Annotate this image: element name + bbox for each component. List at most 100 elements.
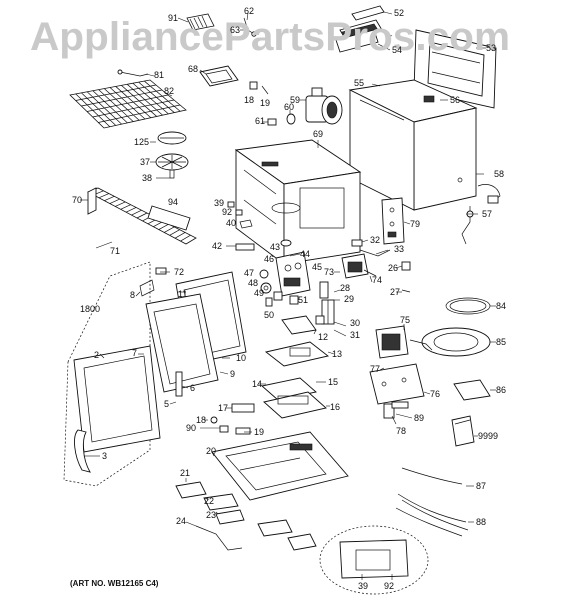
leader-lines: [80, 11, 496, 580]
callout-52: 52: [394, 8, 404, 18]
callout-88: 88: [476, 517, 486, 527]
callout-54: 54: [392, 45, 402, 55]
fan-motor-part: [305, 87, 343, 125]
art-number: (ART NO. WB12165 C4): [70, 579, 159, 588]
callout-79: 79: [410, 219, 420, 229]
callout-28: 28: [340, 283, 350, 293]
switch-part: [265, 295, 299, 307]
watermark: AppliancePartsPros.com: [30, 15, 510, 59]
turntable-coupler-part: [155, 131, 189, 179]
callout-68: 68: [188, 64, 198, 74]
callout-17: 17: [218, 403, 228, 413]
vent-grille-part: [186, 13, 215, 31]
callout-42: 42: [212, 241, 222, 251]
callout-5: 5: [164, 399, 169, 409]
screw-set-part: [227, 201, 253, 229]
bottom-plate-part: [211, 431, 349, 501]
callout-14: 14: [252, 379, 262, 389]
connector-part: [351, 239, 391, 257]
base-bracket-part: [369, 363, 425, 419]
filter-grid-line: [86, 94, 169, 112]
callout-53: 53: [486, 43, 496, 53]
light-diffuser-part: [261, 377, 327, 419]
vent-grille-bar-part: [87, 187, 197, 245]
callout-71: 71: [110, 246, 120, 256]
callout-51: 51: [298, 295, 308, 305]
callout-19b: 19: [254, 427, 264, 437]
callout-9999: 9999: [478, 431, 498, 441]
callout-31: 31: [350, 330, 360, 340]
callout-55: 55: [354, 78, 364, 88]
callout-39b: 39: [358, 581, 368, 591]
callout-40: 40: [226, 218, 236, 228]
callout-23: 23: [206, 510, 216, 520]
callout-78: 78: [396, 426, 406, 436]
callout-43: 43: [270, 242, 280, 252]
charcoal-pads-part: [175, 481, 317, 551]
callout-91: 91: [168, 13, 178, 23]
callout-48: 48: [248, 278, 258, 288]
callout-1800: 1800: [80, 304, 100, 314]
callout-90: 90: [186, 423, 196, 433]
callout-85: 85: [496, 337, 506, 347]
callout-84: 84: [496, 301, 506, 311]
vent-slot-line: [125, 207, 137, 213]
callout-74: 74: [372, 275, 382, 285]
callout-7: 7: [132, 348, 137, 358]
callout-19a: 19: [260, 98, 270, 108]
callout-87: 87: [476, 481, 486, 491]
charcoal-filter-part: [199, 65, 239, 87]
damper-assembly-part: [335, 5, 385, 53]
callout-32: 32: [370, 235, 380, 245]
clip-part: [117, 69, 149, 77]
callout-56: 56: [450, 95, 460, 105]
callout-73: 73: [324, 267, 334, 277]
callout-6: 6: [190, 383, 195, 393]
callout-33: 33: [394, 244, 404, 254]
callout-2: 2: [94, 350, 99, 360]
callout-15: 15: [328, 377, 338, 387]
callout-29: 29: [344, 294, 354, 304]
callout-86: 86: [496, 385, 506, 395]
label-part: [147, 205, 191, 231]
glass-tray-part: [421, 327, 491, 357]
callout-82: 82: [164, 86, 174, 96]
wire-part: [461, 206, 474, 245]
outer-case-part: [348, 79, 478, 211]
callout-77: 77: [370, 364, 380, 374]
callout-94: 94: [168, 197, 178, 207]
callout-45: 45: [312, 262, 322, 272]
vent-slot-line: [180, 234, 191, 242]
callout-labels: 91 62 63 52 53 54 81 68 18 19 55 56 82 5…: [72, 6, 506, 591]
callout-12: 12: [318, 332, 328, 342]
vent-slot-line: [98, 193, 110, 199]
filter-grid-line: [81, 89, 163, 107]
callout-61: 61: [255, 116, 265, 126]
screw-part: [243, 17, 257, 37]
filter-grid-line: [92, 99, 175, 118]
callout-21: 21: [180, 468, 190, 478]
lamp-socket-part: [210, 403, 255, 435]
callout-60: 60: [284, 102, 294, 112]
filter-grid-line: [75, 84, 157, 101]
detail-inset: [319, 525, 429, 595]
callout-92a: 92: [222, 207, 232, 217]
callout-8: 8: [130, 290, 135, 300]
callout-44: 44: [300, 249, 310, 259]
callout-20: 20: [206, 446, 216, 456]
vent-slot-line: [131, 209, 142, 216]
callout-63: 63: [230, 25, 240, 35]
callout-81: 81: [154, 70, 164, 80]
callout-92b: 92: [384, 581, 394, 591]
control-bracket-part: [381, 197, 405, 245]
vent-slot-line: [109, 198, 120, 204]
vent-slot-line: [158, 223, 169, 230]
manual-card-part: [453, 379, 491, 401]
oven-cavity-part: [234, 139, 362, 265]
vent-slot-line: [169, 229, 180, 236]
callout-58: 58: [494, 169, 504, 179]
callout-30: 30: [350, 318, 360, 328]
capacitor-part: [267, 113, 296, 126]
door-assembly-part: [63, 261, 247, 487]
callout-57: 57: [482, 209, 492, 219]
